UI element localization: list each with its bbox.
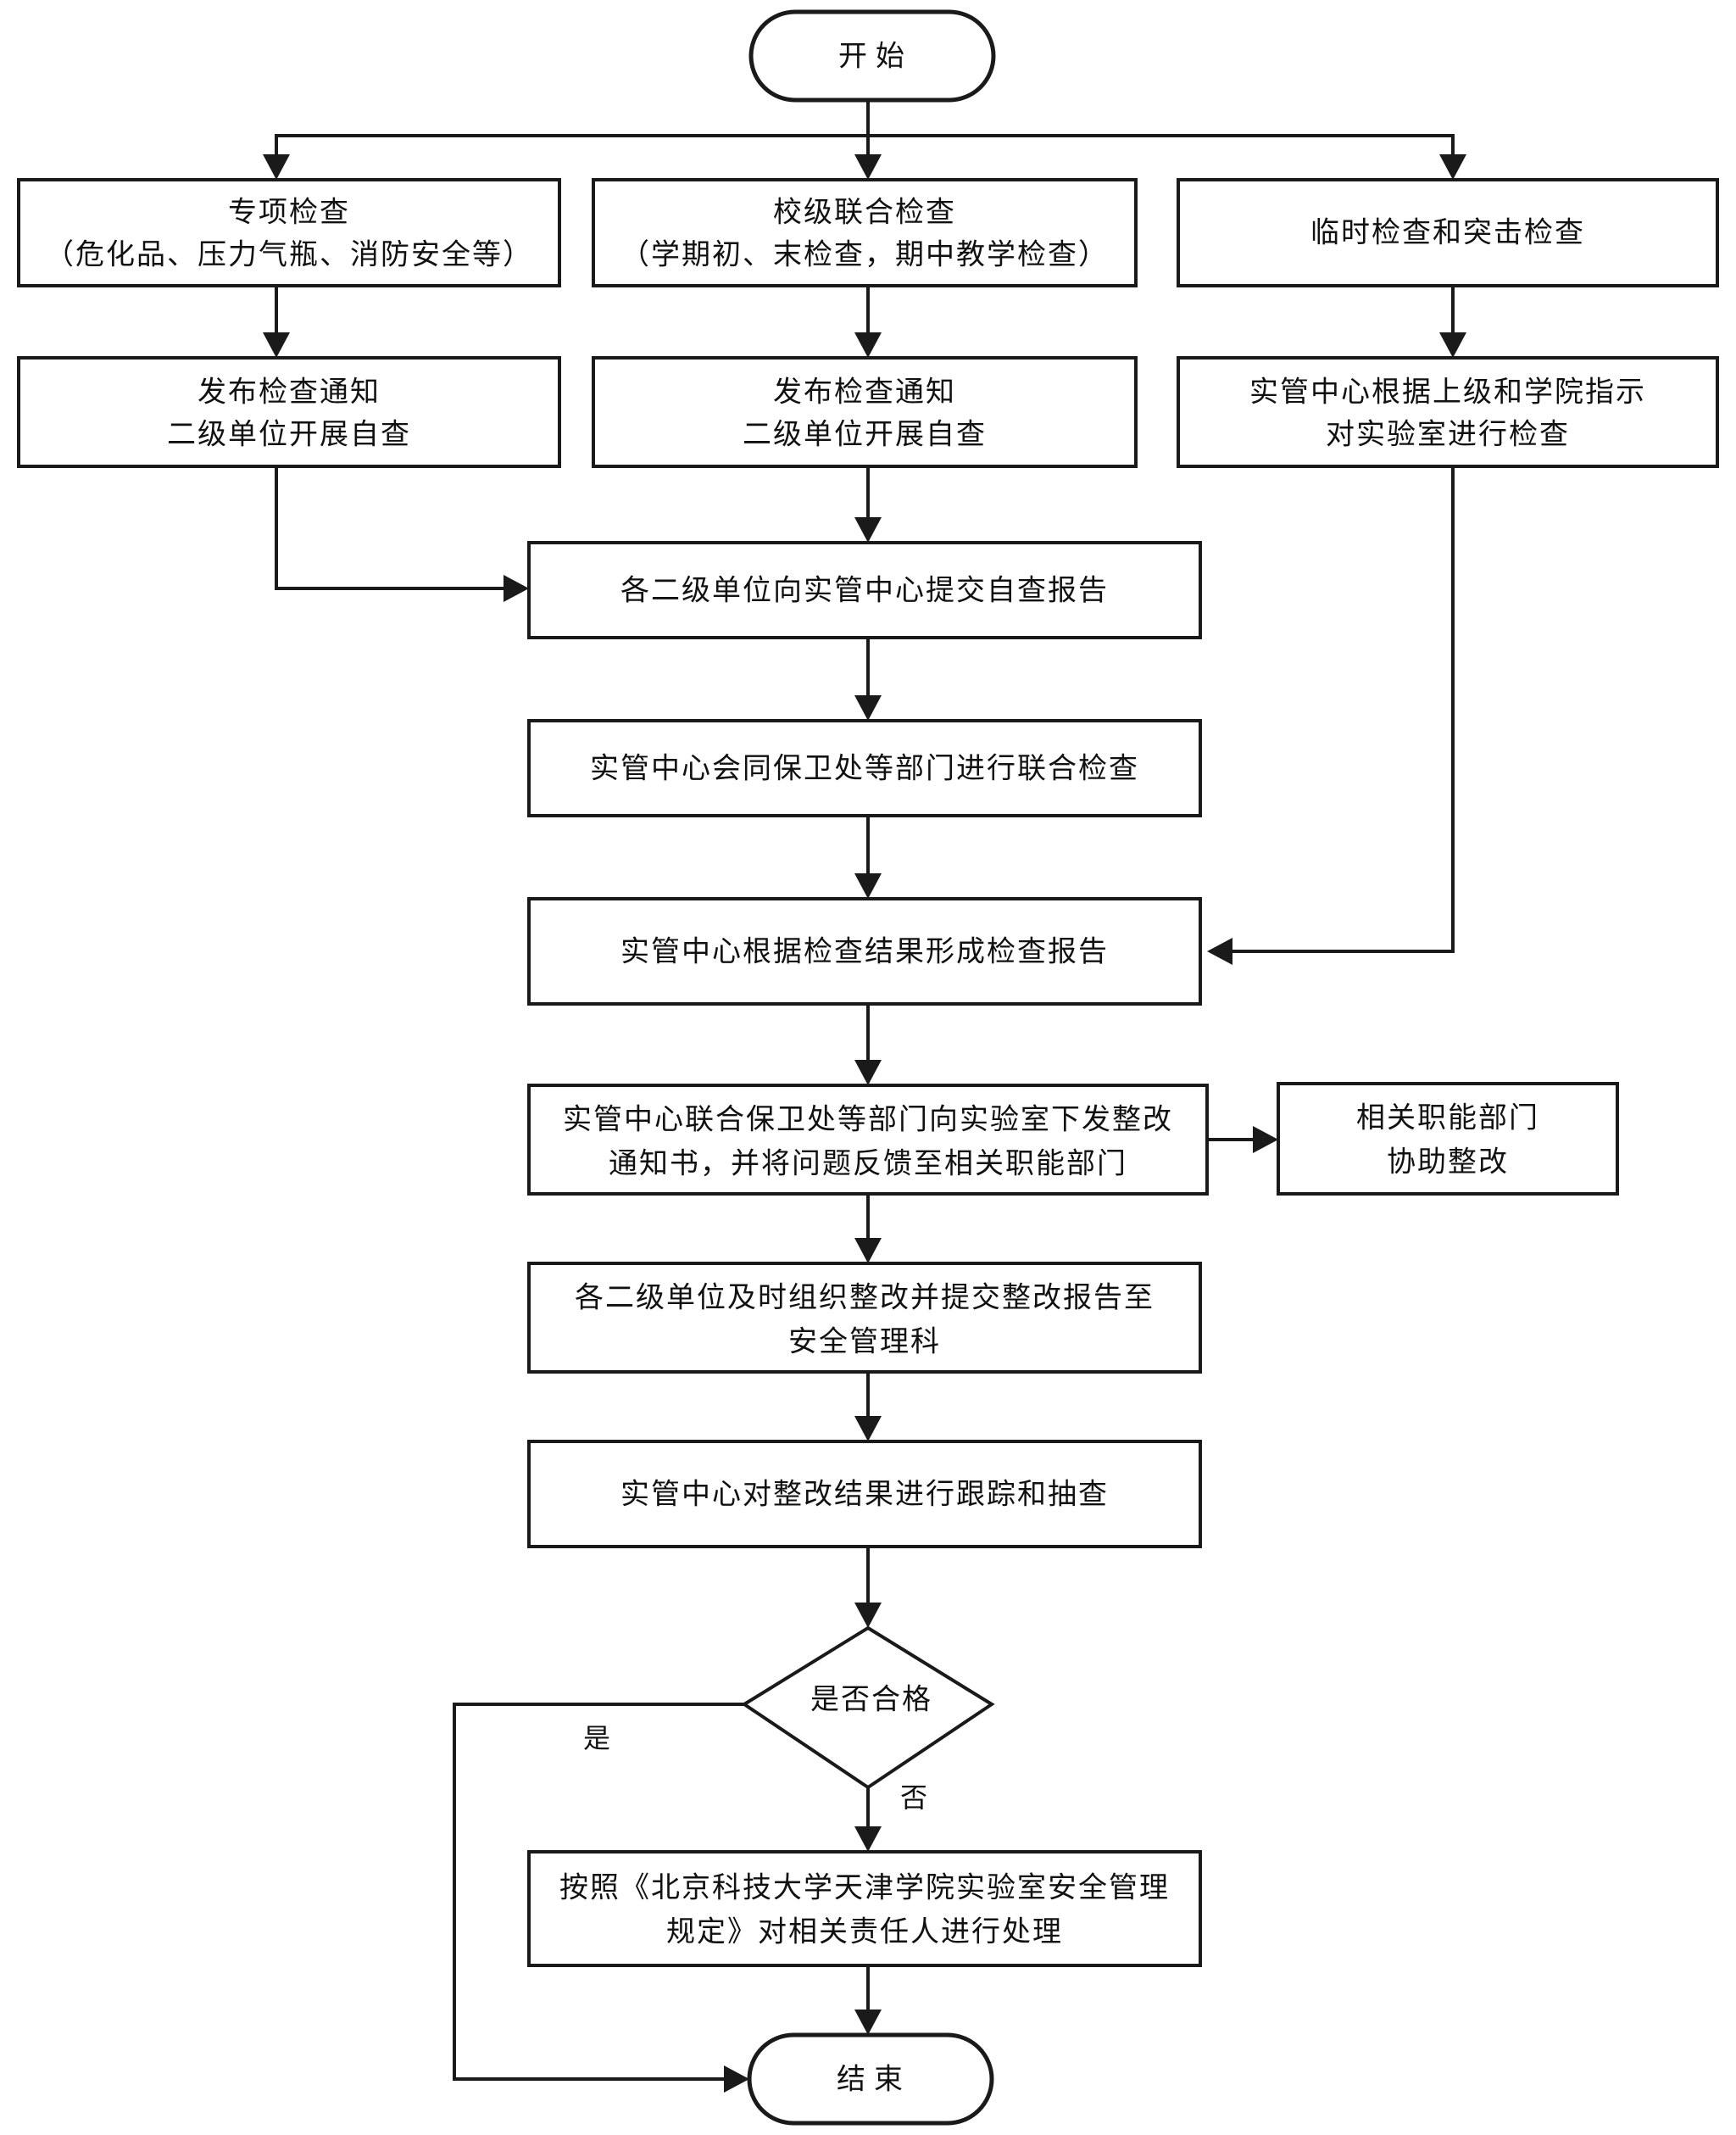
penalty-label-line1: 按照《北京科技大学天津学院实验室安全管理 [559,1871,1170,1905]
edge-notice-left-to-submit [275,466,515,590]
departments-assist-label-line1: 相关职能部门 [1356,1101,1539,1135]
temporary-check-shape [1177,178,1719,287]
edge-bus-right [868,134,1455,170]
edge-label-yes: 是 [583,1722,610,1754]
form-report-shape [527,897,1202,1006]
arrow-notice-middle [854,332,882,358]
joint-inspection-label: 实管中心会同保卫处等部门进行联合检查 [590,752,1139,786]
penalty-shape [527,1850,1202,1967]
penalty-label-line2: 规定》对相关责任人进行处理 [666,1915,1063,1949]
school-joint-check-label-line1: 校级联合检查 [773,196,956,230]
node-notice-left[interactable]: 发布检查通知 二级单位开展自查 [17,356,561,468]
node-issue-rectification-notice[interactable]: 实管中心联合保卫处等部门向实验室下发整改 通知书，并将问题反馈至相关职能部门 [527,1084,1209,1196]
track-and-spotcheck-shape [527,1440,1202,1548]
arrow-center-inspect [1439,332,1466,358]
center-inspect-lab-label-line2: 对实验室进行检查 [1326,418,1570,452]
track-and-spotcheck-label: 实管中心对整改结果进行跟踪和抽查 [620,1478,1109,1512]
node-notice-middle[interactable]: 发布检查通知 二级单位开展自查 [592,356,1138,468]
arrow-form-report-from-right [1207,938,1232,965]
submit-self-report-shape [527,541,1202,639]
form-report-label: 实管中心根据检查结果形成检查报告 [620,935,1109,969]
node-special-check[interactable]: 专项检查 （危化品、压力气瓶、消防安全等） [17,178,561,287]
node-school-joint-check[interactable]: 校级联合检查 （学期初、末检查，期中教学检查） [592,178,1138,287]
submit-self-report-label: 各二级单位向实管中心提交自查报告 [620,574,1109,608]
arrow-joint-inspection [854,695,882,721]
notice-left-shape [17,356,561,468]
center-inspect-lab-label-line1: 实管中心根据上级和学院指示 [1249,376,1646,410]
node-submit-self-report[interactable]: 各二级单位向实管中心提交自查报告 [527,541,1202,639]
notice-middle-label-line2: 二级单位开展自查 [743,418,987,452]
issue-rectification-notice-label-line1: 实管中心联合保卫处等部门向实验室下发整改 [563,1103,1173,1137]
start-shape [748,9,996,103]
node-temporary-check[interactable]: 临时检查和突击检查 [1177,178,1719,287]
node-track-and-spotcheck[interactable]: 实管中心对整改结果进行跟踪和抽查 [527,1440,1202,1548]
arrow-issue-notice [854,1060,882,1085]
units-rectify-shape [527,1262,1202,1374]
departments-assist-label-line2: 协助整改 [1387,1146,1509,1179]
qualified-decision-shape [741,1625,995,1790]
node-qualified-decision[interactable]: 是否合格 [741,1625,995,1790]
special-check-shape [17,178,561,287]
special-check-label-line1: 专项检查 [228,196,350,230]
arrow-submit-from-left [504,575,529,602]
qualified-decision-label: 是否合格 [810,1683,932,1717]
arrow-to-school-joint-check [854,154,882,180]
joint-inspection-shape [527,719,1202,817]
center-inspect-lab-shape [1177,356,1719,468]
node-end[interactable]: 结束 [747,2032,994,2126]
node-units-rectify[interactable]: 各二级单位及时组织整改并提交整改报告至 安全管理科 [527,1262,1202,1374]
edge-start-to-bus [275,100,870,170]
notice-middle-label-line1: 发布检查通知 [773,376,956,410]
edges-layer [263,100,1466,2093]
arrow-end-from-penalty [854,2010,882,2035]
arrow-to-special-check [263,154,290,180]
notice-middle-shape [592,356,1138,468]
start-label: 开始 [838,40,913,74]
notice-left-label-line2: 二级单位开展自查 [167,418,411,452]
special-check-label-line2: （危化品、压力气瓶、消防安全等） [45,238,533,272]
departments-assist-shape [1277,1082,1619,1196]
arrow-submit-from-middle [854,517,882,543]
node-departments-assist[interactable]: 相关职能部门 协助整改 [1277,1082,1619,1196]
edge-decision-yes-to-end [453,1703,744,2081]
school-joint-check-shape [592,178,1138,287]
edge-label-no: 否 [900,1781,927,1814]
arrow-departments-assist [1253,1126,1278,1153]
arrow-units-rectify [854,1238,882,1263]
node-joint-inspection[interactable]: 实管中心会同保卫处等部门进行联合检查 [527,719,1202,817]
node-form-report[interactable]: 实管中心根据检查结果形成检查报告 [527,897,1202,1006]
arrow-notice-left [263,332,290,358]
units-rectify-label-line2: 安全管理科 [788,1325,941,1359]
arrow-decision [854,1603,882,1628]
school-joint-check-label-line2: （学期初、末检查，期中教学检查） [620,238,1109,272]
arrow-penalty [854,1826,882,1852]
arrow-to-temporary-check [1439,154,1466,180]
notice-left-label-line1: 发布检查通知 [198,376,381,410]
arrow-form-report [854,873,882,899]
issue-rectification-notice-label-line2: 通知书，并将问题反馈至相关职能部门 [609,1147,1127,1181]
issue-rectification-notice-shape [527,1084,1209,1196]
node-start[interactable]: 开始 [748,9,996,103]
arrow-end-from-yes [724,2065,749,2093]
edge-center-inspect-to-form-report [1221,466,1455,953]
units-rectify-label-line1: 各二级单位及时组织整改并提交整改报告至 [575,1281,1155,1315]
node-center-inspect-lab[interactable]: 实管中心根据上级和学院指示 对实验室进行检查 [1177,356,1719,468]
node-penalty[interactable]: 按照《北京科技大学天津学院实验室安全管理 规定》对相关责任人进行处理 [527,1850,1202,1967]
end-label: 结束 [837,2063,911,2097]
temporary-check-label: 临时检查和突击检查 [1310,216,1585,250]
end-shape [747,2032,994,2126]
arrow-track-spotcheck [854,1416,882,1441]
